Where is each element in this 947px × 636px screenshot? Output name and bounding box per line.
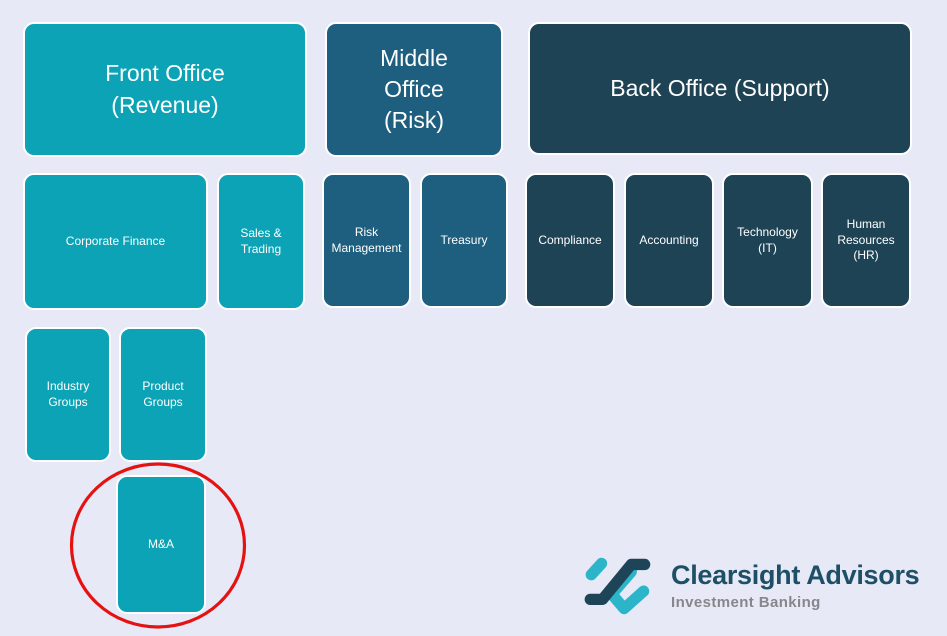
- box-industry-groups: Industry Groups: [25, 327, 111, 462]
- company-logo: Clearsight Advisors Investment Banking: [580, 552, 920, 620]
- box-human-resources: Human Resources (HR): [821, 173, 911, 308]
- box-m-and-a-label: M&A: [147, 536, 174, 551]
- box-corporate-finance: Corporate Finance: [23, 173, 208, 310]
- logo-tagline: Investment Banking: [671, 593, 821, 611]
- logo-company-name: Clearsight Advisors: [671, 560, 920, 591]
- box-sales-trading-label: Sales & Trading: [240, 225, 282, 256]
- box-corporate-finance-label: Corporate Finance: [65, 233, 166, 248]
- box-product-groups: Product Groups: [119, 327, 207, 462]
- box-back-office-label: Back Office (Support): [610, 74, 830, 101]
- box-front-office: Front Office (Revenue): [23, 22, 307, 157]
- box-m-and-a: M&A: [116, 475, 206, 614]
- box-treasury-label: Treasury: [440, 232, 488, 247]
- box-middle-office: Middle Office (Risk): [325, 22, 503, 157]
- box-risk-management: Risk Management: [322, 173, 411, 308]
- box-risk-management-label: Risk Management: [331, 224, 402, 255]
- box-front-office-label: Front Office (Revenue): [105, 60, 225, 118]
- box-compliance: Compliance: [525, 173, 615, 308]
- box-treasury: Treasury: [420, 173, 508, 308]
- box-human-resources-label: Human Resources (HR): [837, 217, 895, 263]
- box-technology-it: Technology (IT): [722, 173, 813, 308]
- box-industry-groups-label: Industry Groups: [46, 378, 90, 409]
- logo-mark-icon: [584, 557, 651, 615]
- box-product-groups-label: Product Groups: [142, 378, 184, 409]
- logo-text-block: Clearsight Advisors Investment Banking: [671, 560, 920, 611]
- box-sales-trading: Sales & Trading: [217, 173, 305, 310]
- box-accounting: Accounting: [624, 173, 714, 308]
- box-middle-office-label: Middle Office (Risk): [380, 44, 448, 134]
- box-compliance-label: Compliance: [538, 232, 602, 247]
- box-technology-it-label: Technology (IT): [737, 224, 798, 255]
- box-accounting-label: Accounting: [639, 232, 699, 247]
- box-back-office: Back Office (Support): [528, 22, 912, 155]
